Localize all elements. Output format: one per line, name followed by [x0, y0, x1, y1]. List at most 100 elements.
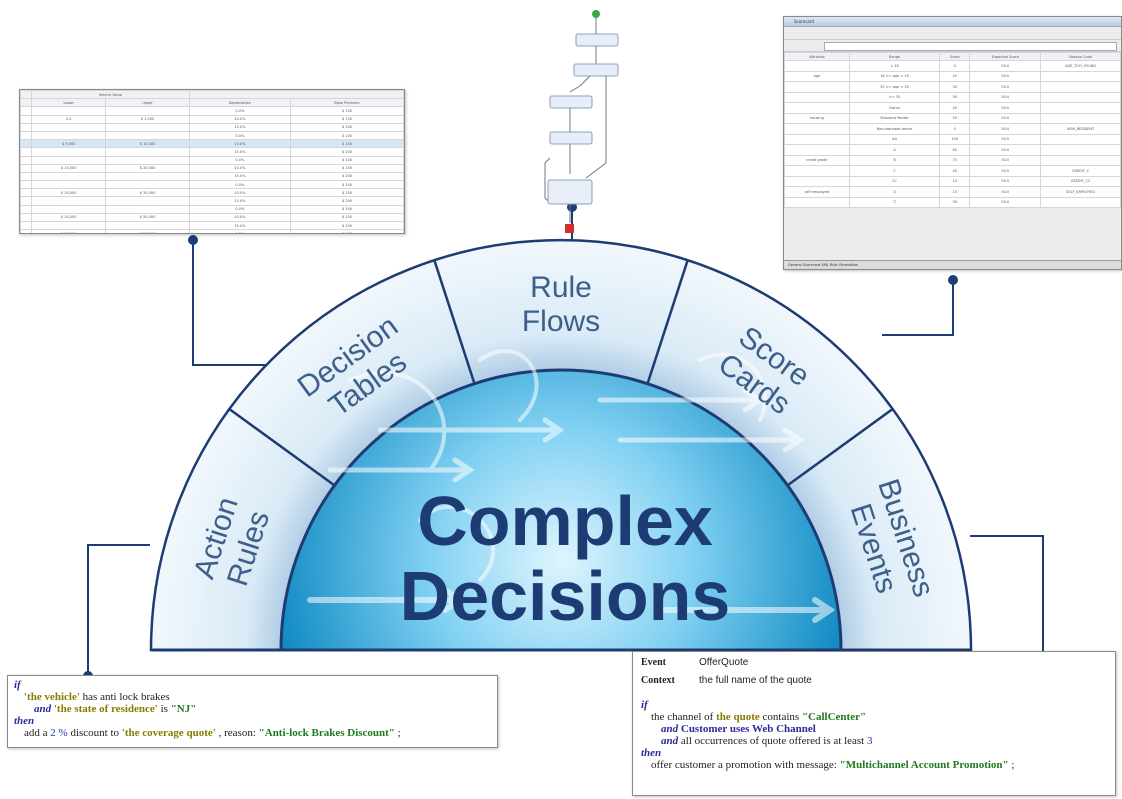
flow-node[interactable]: [549, 95, 593, 109]
table-cell[interactable]: [105, 122, 190, 132]
table-cell[interactable]: [30, 220, 107, 231]
table-cell[interactable]: Standard Renter: [848, 112, 941, 125]
table-cell[interactable]: 70: [939, 154, 971, 167]
table-cell[interactable]: self employed: [784, 186, 850, 198]
table-cell[interactable]: $ 150: [290, 139, 404, 149]
table-cell[interactable]: [105, 220, 190, 231]
table-cell[interactable]: [784, 165, 850, 177]
table-cell[interactable]: 40: [939, 102, 971, 114]
scorecard-tab-title[interactable]: Scorecard: [784, 17, 1121, 27]
table-cell[interactable]: $ 200: [290, 122, 404, 132]
table-cell[interactable]: 0.0: [30, 114, 107, 124]
table-cell[interactable]: 0.0%: [188, 106, 292, 116]
table-cell[interactable]: A: [848, 144, 941, 156]
table-cell[interactable]: $ 30,000: [105, 188, 190, 198]
table-cell[interactable]: [784, 175, 850, 188]
table-cell[interactable]: 50.0: [969, 70, 1042, 83]
table-cell[interactable]: [30, 196, 107, 206]
table-cell[interactable]: [30, 147, 107, 157]
table-cell[interactable]: $ 200: [290, 171, 404, 182]
table-cell[interactable]: >= 35: [848, 91, 941, 104]
table-cell[interactable]: $ 10,000: [105, 139, 190, 149]
table-cell[interactable]: [1040, 112, 1121, 125]
table-cell[interactable]: [784, 196, 850, 209]
table-cell[interactable]: 15.0%: [188, 147, 292, 157]
table-cell[interactable]: $ 150: [290, 163, 404, 173]
table-cell[interactable]: 0.0%: [188, 180, 292, 190]
table-cell[interactable]: 0.0%: [188, 204, 292, 214]
table-cell[interactable]: 0: [939, 60, 971, 72]
table-cell[interactable]: [1040, 70, 1121, 83]
table-cell[interactable]: 18 <= age < 25: [848, 70, 941, 83]
table-cell[interactable]: [784, 133, 850, 146]
table-cell[interactable]: $ 10,000: [30, 163, 107, 173]
table-cell[interactable]: 0.0%: [188, 229, 292, 233]
table-cell[interactable]: 50.0: [969, 196, 1042, 209]
table-cell[interactable]: 0.0%: [188, 155, 292, 165]
table-row[interactable]: 0.0%$ 100: [20, 130, 404, 141]
table-cell[interactable]: $ 50,000: [30, 229, 107, 233]
table-cell[interactable]: [30, 180, 107, 190]
table-row[interactable]: 0.0%$ 100: [20, 180, 404, 190]
table-cell[interactable]: 40: [939, 165, 971, 177]
table-cell[interactable]: [105, 106, 190, 116]
table-cell[interactable]: [30, 204, 107, 214]
table-cell[interactable]: $ 1,000: [105, 114, 190, 124]
table-cell[interactable]: 30: [939, 196, 971, 209]
table-cell[interactable]: [1040, 91, 1121, 104]
table-cell[interactable]: 50.0: [969, 133, 1042, 146]
table-cell[interactable]: $ 100: [290, 155, 404, 165]
table-cell[interactable]: 10.0%: [188, 114, 292, 124]
table-cell[interactable]: [105, 204, 190, 214]
table-cell[interactable]: [1040, 133, 1121, 146]
table-cell[interactable]: 20: [939, 70, 971, 83]
table-cell[interactable]: 80: [939, 144, 971, 156]
table-cell[interactable]: [1040, 196, 1121, 209]
table-cell[interactable]: [1040, 144, 1121, 156]
table-cell[interactable]: $ 100,000: [105, 229, 190, 233]
table-cell[interactable]: 50.0: [969, 144, 1042, 156]
table-cell[interactable]: 50.0: [969, 154, 1042, 167]
table-cell[interactable]: $ 150: [290, 212, 404, 223]
scorecard-filter-input[interactable]: [824, 42, 1117, 51]
table-cell[interactable]: [105, 130, 190, 141]
table-row[interactable]: 0.0%$ 100: [20, 106, 404, 116]
table-cell[interactable]: $ 200: [290, 147, 404, 157]
table-cell[interactable]: CC: [848, 175, 941, 188]
table-cell[interactable]: [1040, 154, 1121, 167]
table-cell[interactable]: 10: [939, 175, 971, 188]
table-cell[interactable]: C: [848, 165, 941, 177]
table-cell[interactable]: 20: [939, 112, 971, 125]
table-cell[interactable]: 0.0%: [188, 130, 292, 141]
table-row[interactable]: 0.0%$ 100: [20, 204, 404, 214]
table-row[interactable]: 15.0%$ 200: [20, 220, 404, 231]
table-cell[interactable]: [784, 60, 850, 72]
table-cell[interactable]: [784, 123, 850, 135]
table-cell[interactable]: 10: [939, 186, 971, 198]
table-cell[interactable]: [1040, 81, 1121, 93]
table-cell[interactable]: 30: [939, 81, 971, 93]
table-row[interactable]: 15.0%$ 200: [20, 196, 404, 206]
table-cell[interactable]: $ 100: [290, 130, 404, 141]
table-row[interactable]: 15.0%$ 200: [20, 122, 404, 132]
table-cell[interactable]: [105, 180, 190, 190]
table-cell[interactable]: 50.0: [969, 165, 1042, 177]
table-cell[interactable]: 15.0%: [188, 171, 292, 182]
table-cell[interactable]: [105, 147, 190, 157]
table-cell[interactable]: $ 100: [290, 204, 404, 214]
table-cell[interactable]: 50.0: [969, 112, 1042, 125]
table-cell[interactable]: $ 20,000: [105, 163, 190, 173]
table-cell[interactable]: 50.0: [969, 91, 1042, 104]
table-cell[interactable]: ☑: [848, 186, 941, 198]
